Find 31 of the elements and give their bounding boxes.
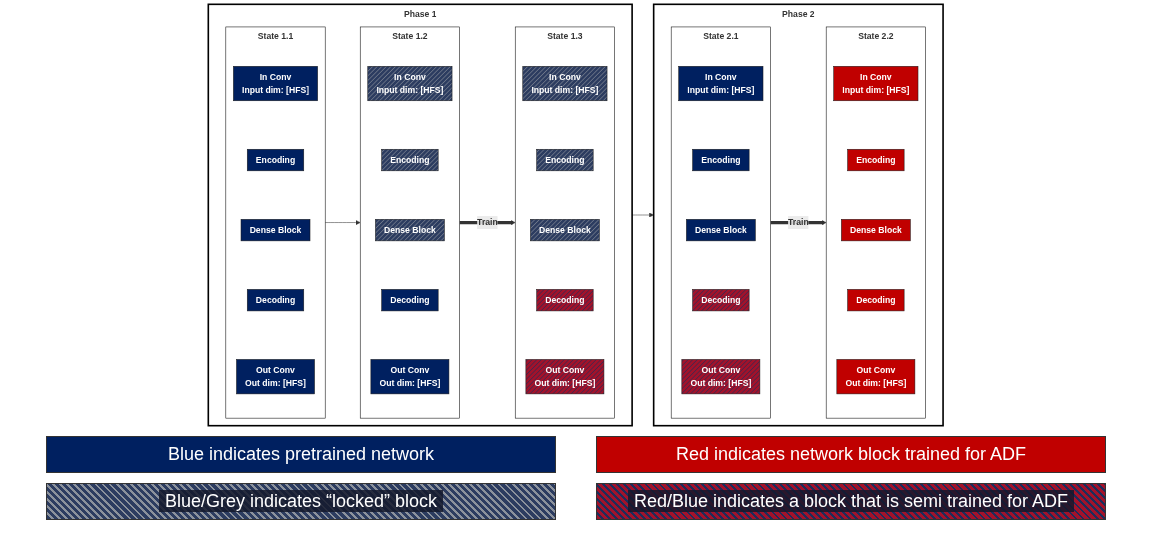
node-box: Dense Block	[530, 219, 600, 242]
node-box: Out Conv Out dim: [HFS]	[525, 359, 605, 395]
node-box: Out Conv Out dim: [HFS]	[681, 359, 761, 395]
node-box: Dense Block	[686, 219, 756, 242]
node-box: Decoding	[692, 289, 750, 312]
node-box: Decoding	[847, 289, 905, 312]
node-box: Decoding	[381, 289, 439, 312]
node-box: Dense Block	[841, 219, 911, 242]
node-box: In Conv Input dim: [HFS]	[367, 66, 453, 102]
node-box: Decoding	[247, 289, 305, 312]
node-box: In Conv Input dim: [HFS]	[522, 66, 608, 102]
node-box: In Conv Input dim: [HFS]	[233, 66, 319, 102]
node-box: Decoding	[536, 289, 594, 312]
node-box: Out Conv Out dim: [HFS]	[370, 359, 450, 395]
node-box: Encoding	[847, 149, 905, 172]
node-box: Out Conv Out dim: [HFS]	[836, 359, 916, 395]
node-box: Encoding	[247, 149, 305, 172]
edge-label: Train	[788, 217, 809, 227]
legend-entry: Blue indicates pretrained network	[46, 436, 556, 473]
node-box: In Conv Input dim: [HFS]	[678, 66, 764, 102]
node-box: Dense Block	[375, 219, 445, 242]
edge-label: Train	[477, 217, 499, 227]
node-box: Dense Block	[241, 219, 311, 242]
legend-entry: Red/Blue indicates a block that is semi trained for ADF	[596, 483, 1106, 520]
node-box: Encoding	[536, 149, 594, 172]
node-box: Encoding	[692, 149, 750, 172]
legend-entry: Blue/Grey indicates “locked” block	[46, 483, 556, 520]
node-box: Encoding	[381, 149, 439, 172]
legend-entry: Red indicates network block trained for ADF	[596, 436, 1106, 473]
node-box: In Conv Input dim: [HFS]	[833, 66, 919, 102]
node-box: Out Conv Out dim: [HFS]	[236, 359, 316, 395]
